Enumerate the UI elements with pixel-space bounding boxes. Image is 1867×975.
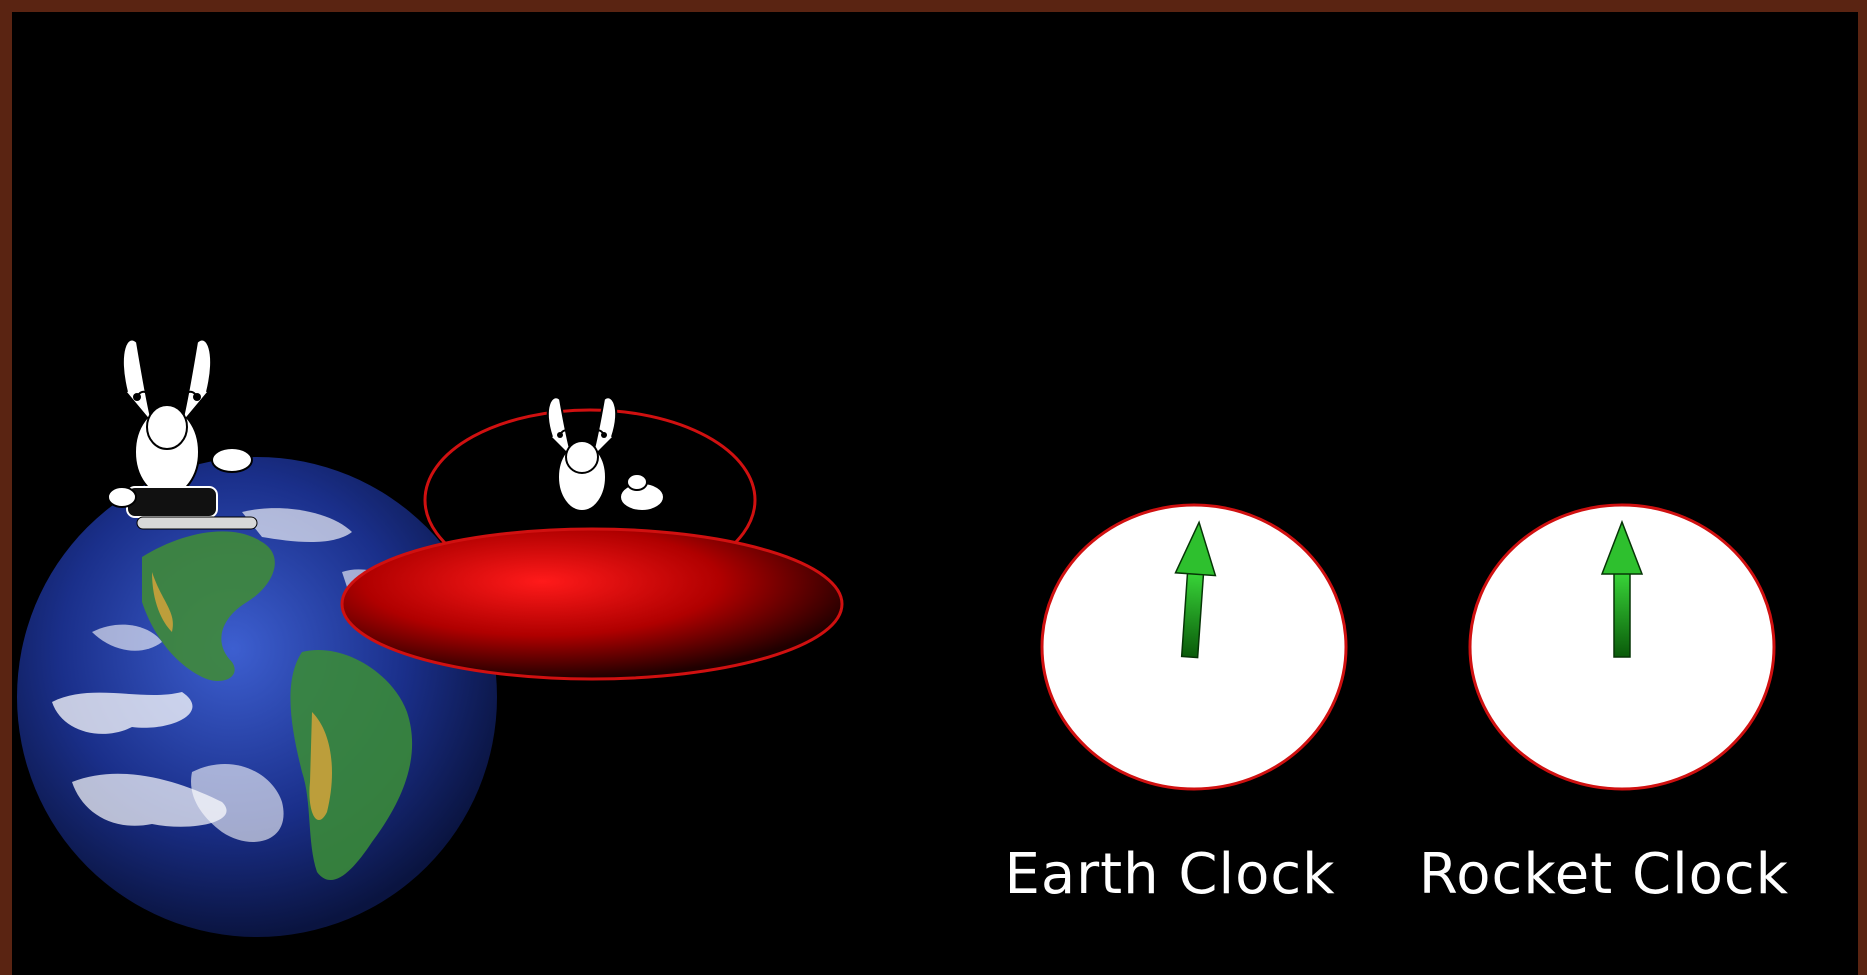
clock-hand-arrowhead (1600, 519, 1644, 575)
clock-hand-shaft (1613, 571, 1631, 658)
earth-globe (17, 457, 497, 937)
rocket-clock (1468, 503, 1776, 791)
clock-hand-arrowhead (1174, 520, 1217, 577)
alien-on-earth-figure (105, 338, 258, 530)
rocket-clock-hand (1600, 519, 1644, 658)
earth-clock-label: Earth Clock (1004, 842, 1336, 907)
scene (17, 338, 1776, 937)
rocket-clock-label: Rocket Clock (1418, 842, 1790, 907)
earth-clock-hand (1174, 520, 1217, 659)
alien-in-ufo-figure (546, 396, 665, 512)
slide-canvas: Earth Clock Rocket Clock (12, 12, 1858, 975)
ufo-saucer (340, 527, 844, 681)
earth-clock (1040, 503, 1348, 791)
